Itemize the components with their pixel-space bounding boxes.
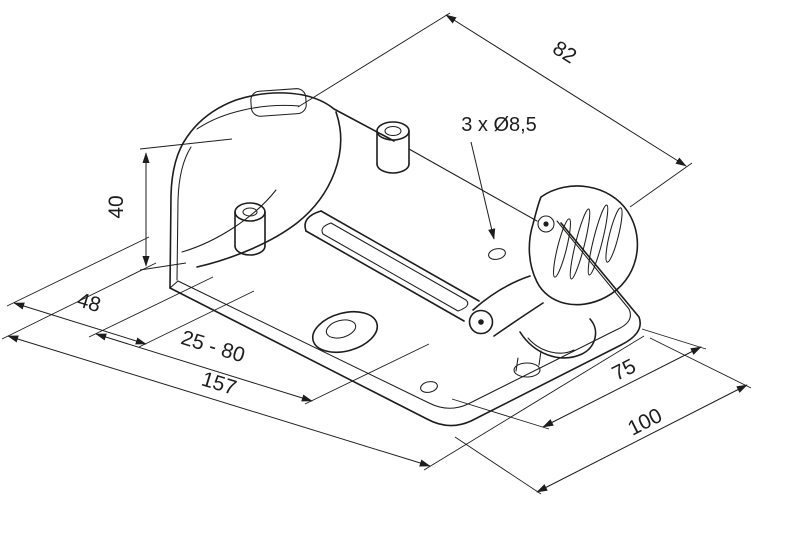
dimension-82: 82 (297, 12, 693, 208)
dimension-48-label: 48 (74, 288, 103, 317)
mounting-hole (488, 248, 506, 260)
housing-top-recess (250, 88, 307, 117)
dimension-48: 48 (6, 236, 255, 348)
grip-ridge (569, 208, 591, 280)
dimension-82-label: 82 (548, 37, 580, 69)
part-roller-back (376, 121, 410, 174)
dimension-157-label: 157 (199, 368, 239, 400)
grip-ridge (587, 204, 609, 276)
part-center-channel (304, 210, 480, 322)
hole-spec-label: 3 x Ø8,5 (461, 114, 537, 136)
dimension-25-80-label: 25 - 80 (178, 326, 247, 367)
mounting-hole (420, 381, 438, 393)
clamp-foot (513, 362, 541, 378)
part-oval-hole (311, 310, 379, 354)
dimension-75: 75 (451, 328, 707, 430)
dimension-25-80: 25 - 80 (88, 276, 430, 405)
lever-screw (537, 215, 555, 233)
dimension-40-label: 40 (105, 195, 128, 218)
leader-line (470, 141, 496, 240)
dimension-40: 40 (105, 138, 233, 271)
callout-hole-spec: 3 x Ø8,5 (461, 114, 537, 240)
part-housing (169, 88, 395, 289)
pivot-bolt (468, 309, 494, 335)
grip-ridge (605, 207, 623, 263)
grip-ridge (553, 218, 571, 278)
dimension-100-label: 100 (624, 404, 666, 440)
part-roller-front (234, 202, 266, 256)
dimension-75-label: 75 (608, 355, 639, 386)
part-clamp-lever (468, 185, 639, 378)
